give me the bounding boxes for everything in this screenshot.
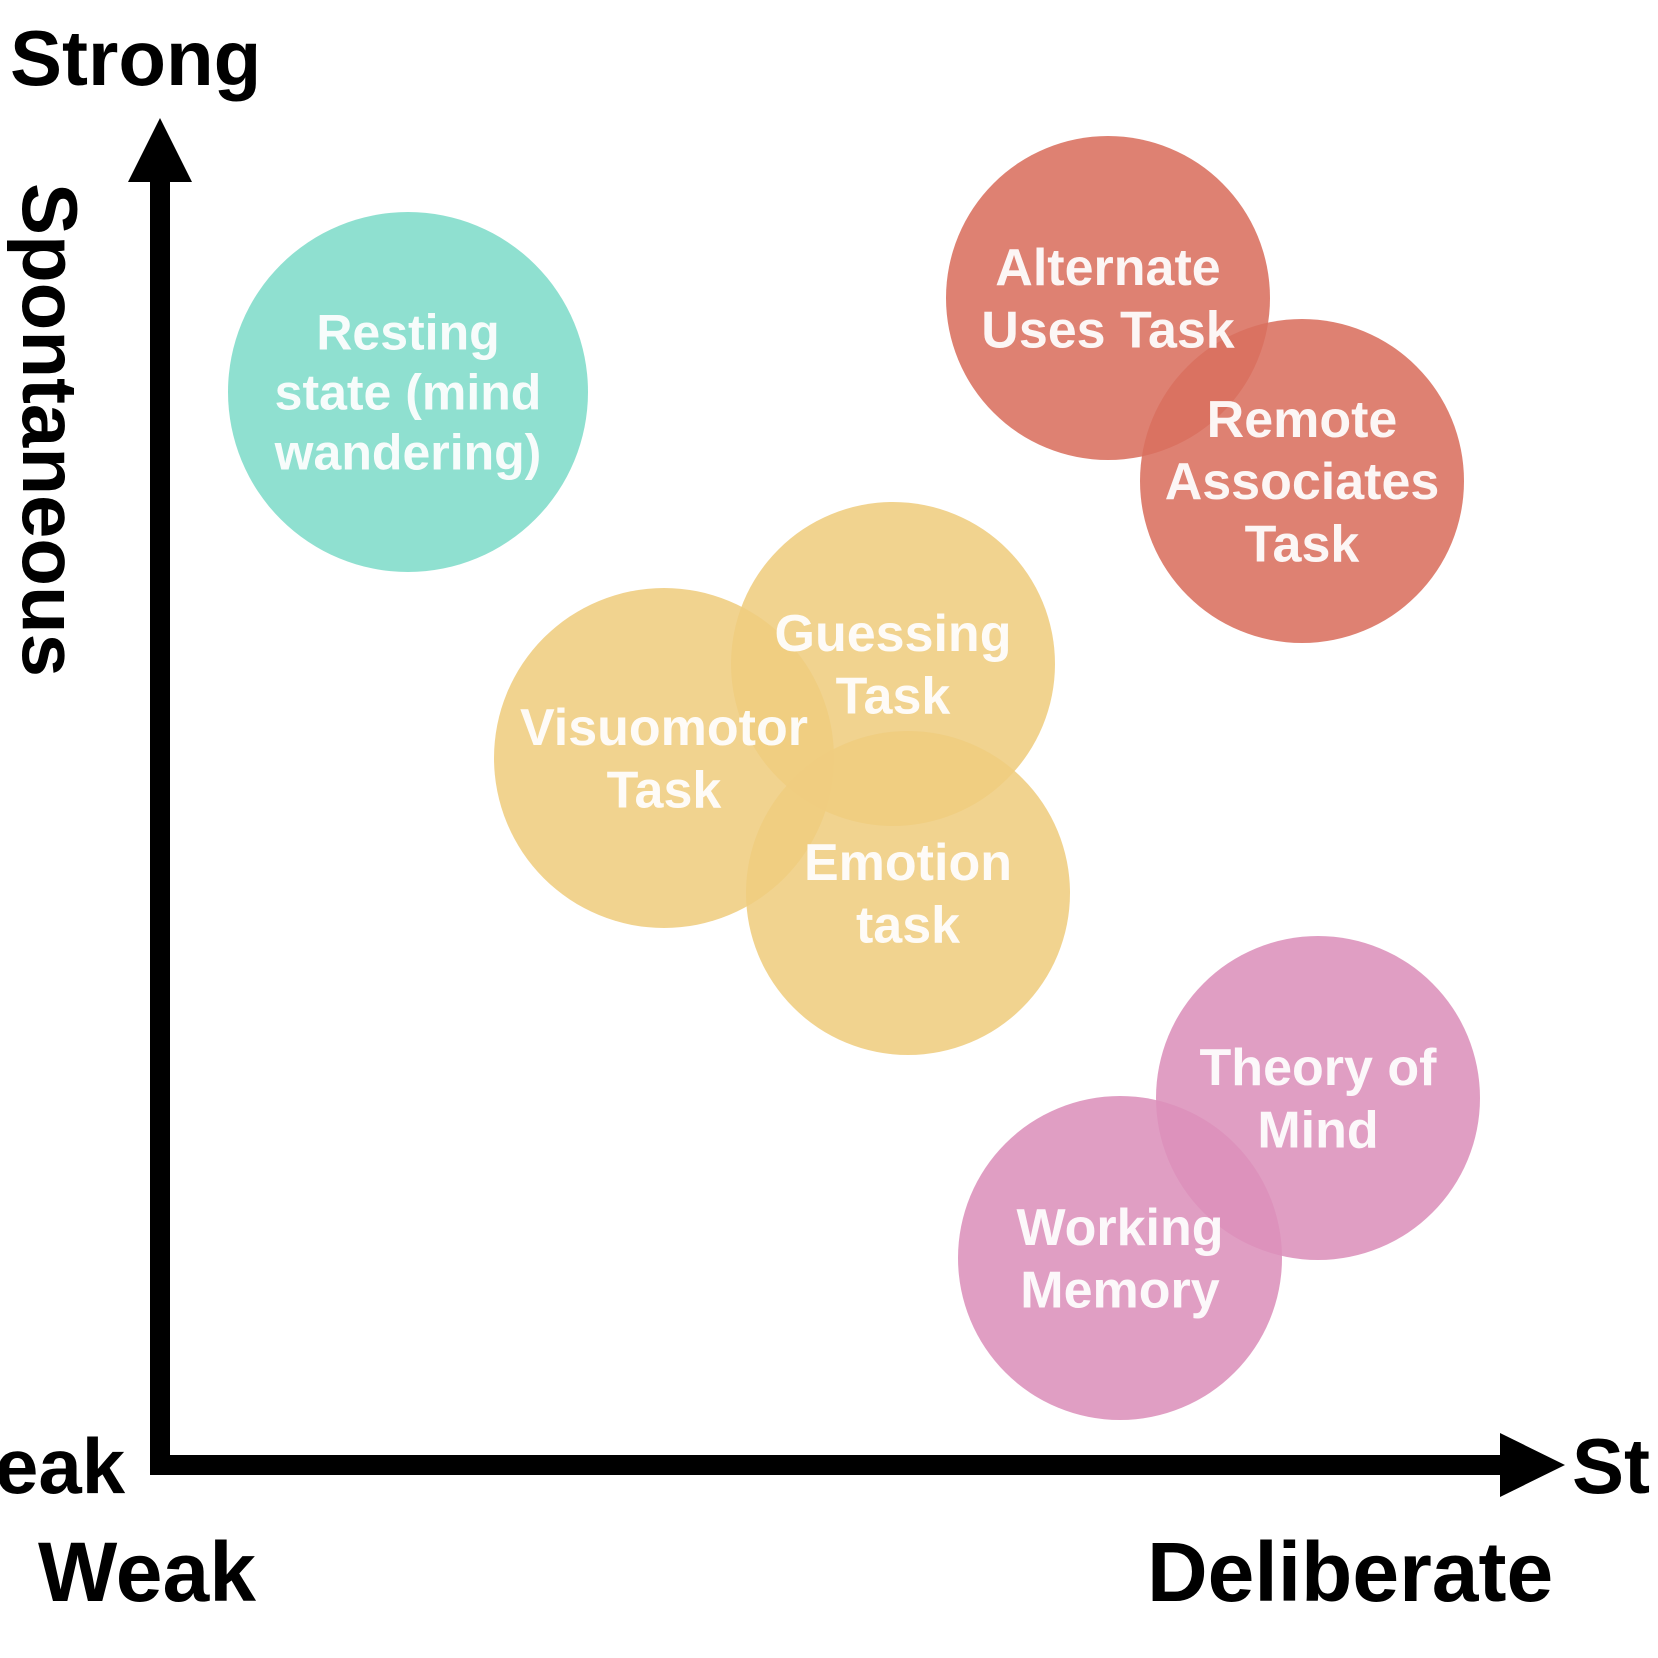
y-axis-weak-label: eak bbox=[0, 1422, 126, 1510]
axes bbox=[128, 118, 1565, 1497]
visuomotor-label-line: Visuomotor bbox=[520, 699, 808, 757]
working-memory-bubble bbox=[958, 1096, 1282, 1420]
remote-associates-bubble bbox=[1140, 319, 1464, 643]
guessing-label-line: Task bbox=[836, 667, 951, 725]
working-memory-label-line: Working bbox=[1016, 1199, 1223, 1257]
emotion-bubble bbox=[746, 731, 1070, 1055]
guessing-label-line: Guessing bbox=[775, 605, 1012, 663]
alternate-uses-label-line: Alternate bbox=[995, 239, 1220, 297]
alternate-uses-label-line: Uses Task bbox=[981, 301, 1235, 359]
theory-of-mind-label-line: Theory of bbox=[1200, 1039, 1438, 1097]
remote-associates-label-line: Associates bbox=[1165, 453, 1440, 511]
y-axis-title: Spontaneous bbox=[6, 183, 94, 677]
resting-state-label-line: Resting bbox=[316, 305, 499, 361]
resting-state-bubble bbox=[228, 212, 588, 572]
emotion-label-line: Emotion bbox=[804, 834, 1012, 892]
y-axis-arrowhead-icon bbox=[128, 118, 192, 182]
resting-state-label-line: wandering) bbox=[274, 425, 542, 481]
remote-associates-label-line: Task bbox=[1245, 516, 1360, 574]
emotion-label-line: task bbox=[856, 896, 960, 954]
visuomotor-bubble bbox=[494, 588, 834, 928]
x-axis-arrowhead-icon bbox=[1500, 1433, 1565, 1497]
x-axis-title: Deliberate bbox=[1147, 1525, 1553, 1619]
remote-associates-label-line: Remote bbox=[1207, 391, 1398, 449]
visuomotor-label-line: Task bbox=[607, 761, 722, 819]
working-memory-label-line: Memory bbox=[1020, 1261, 1219, 1319]
y-axis-strong-label: Strong bbox=[10, 14, 261, 102]
x-axis-weak-label: Weak bbox=[38, 1525, 256, 1619]
theory-of-mind-label-line: Mind bbox=[1257, 1101, 1378, 1159]
resting-state-label-line: state (mind bbox=[275, 365, 542, 421]
x-axis-strong-label: St bbox=[1572, 1422, 1650, 1510]
